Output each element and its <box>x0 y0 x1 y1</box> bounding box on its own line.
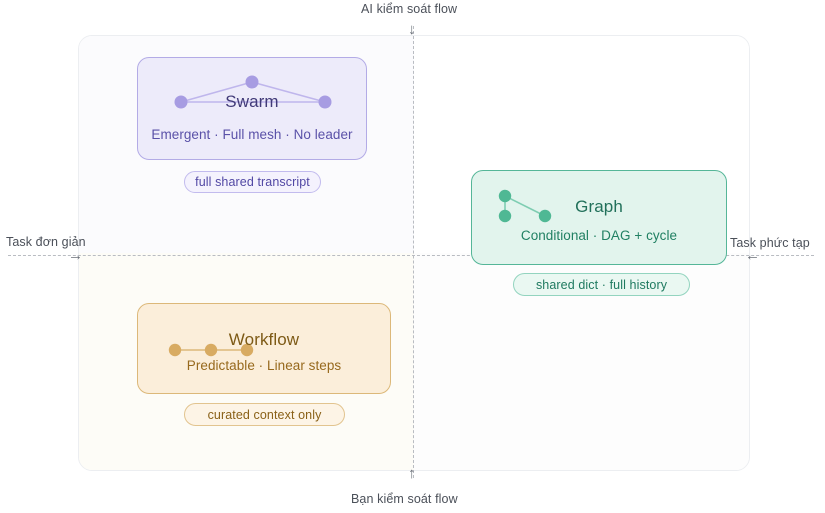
badge-graph-context[interactable]: shared dict · full history <box>513 273 690 296</box>
card-swarm-subtitle: Emergent · Full mesh · No leader <box>151 127 353 142</box>
swarm-mesh-diagram <box>174 75 332 109</box>
badge-swarm-context[interactable]: full shared transcript <box>184 171 321 193</box>
vertical-axis-line <box>413 26 414 478</box>
arrow-right-icon: → <box>68 247 83 264</box>
card-workflow-subtitle: Predictable · Linear steps <box>186 358 342 373</box>
graph-dag-diagram <box>498 189 552 223</box>
card-graph-title: Graph <box>575 197 623 216</box>
badge-workflow-context[interactable]: curated context only <box>184 403 345 426</box>
axis-label-bottom: Bạn kiểm soát flow <box>351 492 458 506</box>
card-workflow[interactable]: Workflow Predictable · Linear steps <box>137 303 391 394</box>
arrow-left-icon: ← <box>745 247 760 264</box>
arrow-up-icon: ↑ <box>408 465 416 482</box>
axis-label-right: Task phức tạp <box>730 236 810 250</box>
workflow-chain-diagram <box>168 343 254 357</box>
card-graph-subtitle: Conditional · DAG + cycle <box>520 228 678 243</box>
card-swarm[interactable]: Swarm Emergent · Full mesh · No leader <box>137 57 367 160</box>
card-swarm-title: Swarm <box>225 92 279 111</box>
axis-label-top: AI kiểm soát flow <box>361 2 458 16</box>
arrow-down-icon: ↓ <box>408 21 416 38</box>
horizontal-axis-line <box>8 255 814 256</box>
card-workflow-title: Workflow <box>228 330 300 349</box>
axis-label-left: Task đơn giản <box>6 235 86 249</box>
card-graph[interactable]: Graph Conditional · DAG + cycle <box>471 170 727 265</box>
